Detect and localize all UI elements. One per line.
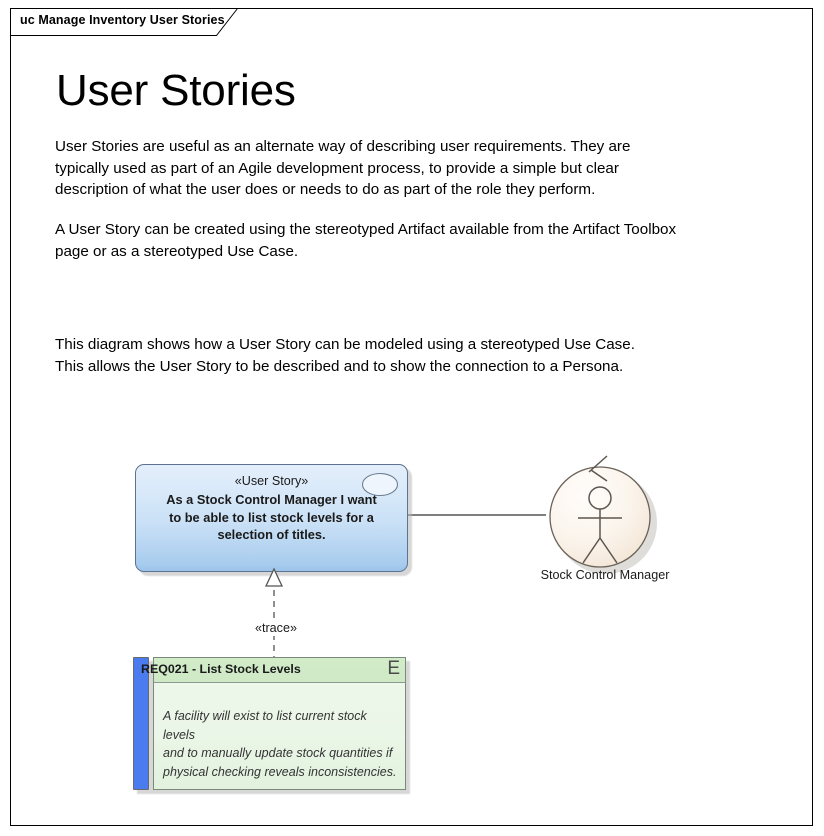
use-case-oval-icon bbox=[361, 472, 399, 497]
trace-dependency-connector[interactable] bbox=[248, 568, 300, 663]
use-case-node-user-story[interactable]: «User Story» As a Stock Control Manager … bbox=[135, 464, 412, 576]
requirement-header bbox=[153, 657, 406, 683]
use-case-name: As a Stock Control Manager I want to be … bbox=[166, 492, 377, 542]
intro-paragraph-2: A User Story can be created using the st… bbox=[55, 221, 677, 260]
association-connector[interactable] bbox=[408, 513, 546, 516]
requirement-color-bar bbox=[133, 657, 149, 790]
diagram-frame-tab: uc Manage Inventory User Stories bbox=[10, 8, 238, 36]
requirement-body-text: A facility will exist to list current st… bbox=[163, 709, 397, 779]
element-type-e-icon: E bbox=[387, 658, 400, 679]
use-case-text-block: «User Story» As a Stock Control Manager … bbox=[147, 473, 396, 544]
intro-paragraph-3: This diagram shows how a User Story can … bbox=[55, 336, 635, 375]
use-case-stereotype: «User Story» bbox=[234, 474, 309, 488]
requirement-node-req021[interactable]: REQ021 - List Stock Levels E A facility … bbox=[133, 657, 410, 794]
diagram-frame-border bbox=[10, 8, 813, 826]
persona-actor-icon bbox=[549, 455, 657, 574]
requirement-header-title: REQ021 - List Stock Levels bbox=[141, 662, 301, 676]
actor-node-stock-control-manager[interactable]: Stock Control Manager bbox=[541, 450, 669, 590]
actor-label: Stock Control Manager bbox=[540, 568, 670, 582]
diagram-frame-tab-label: uc Manage Inventory User Stories bbox=[20, 13, 225, 27]
intro-paragraph-1: User Stories are useful as an alternate … bbox=[55, 138, 631, 198]
trace-dependency-label: «trace» bbox=[214, 620, 338, 636]
page-title: User Stories bbox=[56, 66, 296, 115]
